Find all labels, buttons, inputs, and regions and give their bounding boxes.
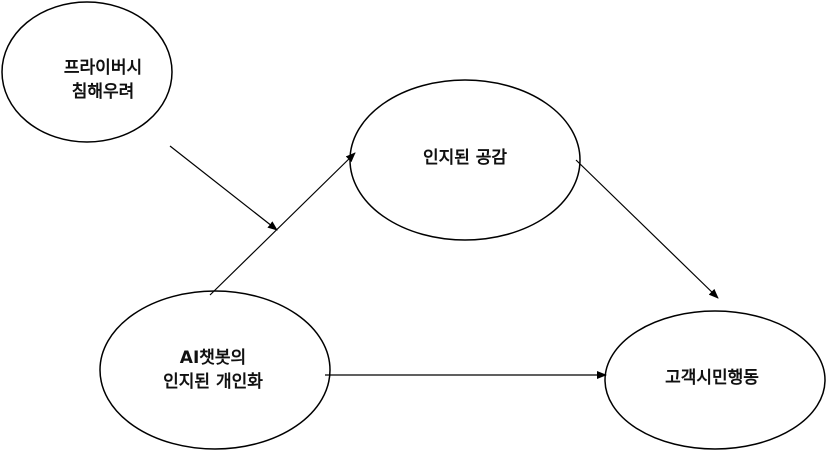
node-privacy-line1: 프라이버시: [63, 58, 143, 78]
node-privacy-ellipse: [1, 1, 173, 143]
node-personalization-line2: 인지된 개인화: [163, 372, 263, 392]
arrow-personalization-empathy: [209, 152, 356, 296]
node-citizenship-ellipse: [604, 310, 826, 450]
node-personalization-line1: AI챗봇의: [179, 348, 247, 368]
node-personalization-label: AI챗봇의 인지된 개인화: [163, 346, 263, 394]
node-personalization-ellipse: [99, 290, 331, 450]
node-citizenship-line1: 고객시민행동: [665, 368, 759, 388]
arrow-privacy-moderation: [169, 145, 278, 231]
node-empathy-label: 인지된 공감: [423, 146, 507, 170]
node-empathy-line1: 인지된 공감: [422, 148, 508, 168]
node-citizenship-label: 고객시민행동: [665, 366, 759, 390]
node-privacy-line2: 침해우려: [71, 82, 135, 102]
arrow-empathy-citizenship: [575, 159, 719, 299]
node-privacy-label: 프라이버시 침해우려: [64, 56, 142, 104]
